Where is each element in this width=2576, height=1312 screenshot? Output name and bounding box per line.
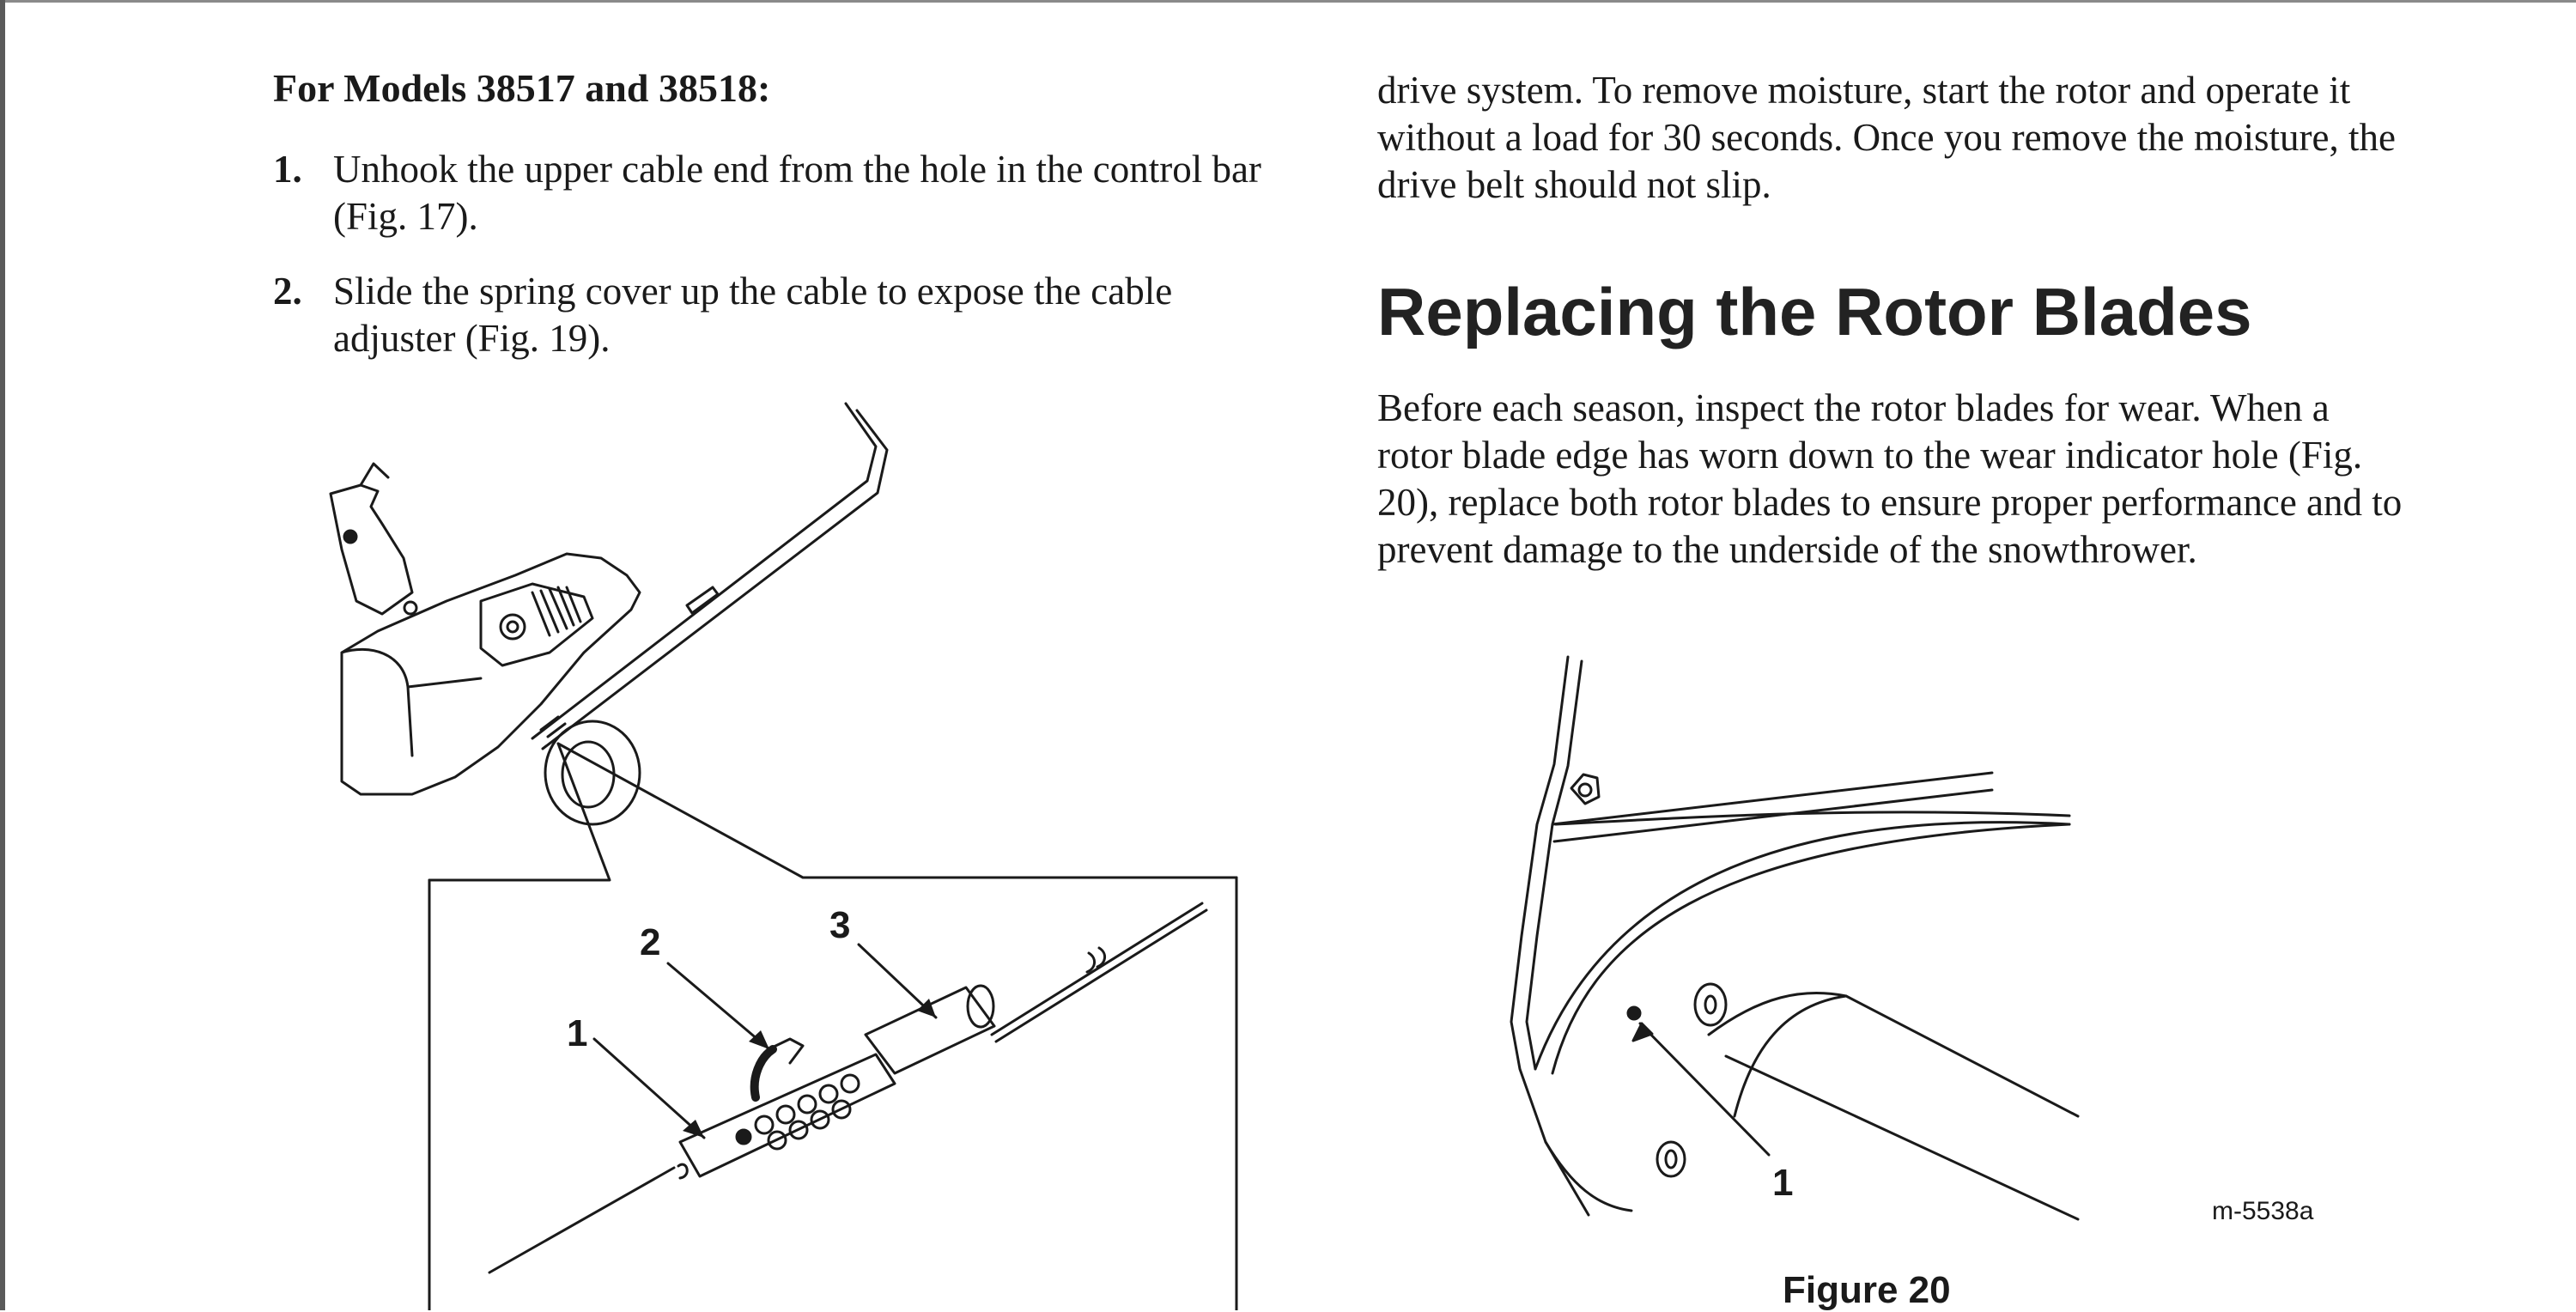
step-number: 1. xyxy=(273,148,302,191)
spring xyxy=(488,1163,689,1274)
figure-19-callout-1: 1 xyxy=(567,1012,587,1054)
figure-20-callout-1: 1 xyxy=(1772,1162,1793,1204)
viewer-left-border xyxy=(0,0,5,1310)
snowthrower-illustration xyxy=(329,402,1238,882)
step-text: Unhook the upper cable end from the hole… xyxy=(333,148,1261,238)
models-heading: For Models 38517 and 38518: xyxy=(273,66,771,110)
section-title: Replacing the Rotor Blades xyxy=(1377,274,2252,349)
figure-20-part-code: m-5538a xyxy=(2212,1197,2314,1225)
figure-19-callout-3: 3 xyxy=(829,904,850,946)
rotor-blades-paragraph: Before each season, inspect the rotor bl… xyxy=(1377,386,2403,571)
figure-19-callout-2: 2 xyxy=(640,921,660,963)
cable-adjuster-detail xyxy=(428,876,1238,1310)
step-number: 2. xyxy=(273,270,302,313)
figure-20-caption: Figure 20 xyxy=(1783,1269,1951,1311)
step-text: Slide the spring cover up the cable to e… xyxy=(333,270,1173,360)
rotor-blade-illustration xyxy=(1510,655,2080,1221)
continued-paragraph: drive system. To remove moisture, start … xyxy=(1377,69,2396,206)
viewer-top-border xyxy=(0,0,2576,3)
